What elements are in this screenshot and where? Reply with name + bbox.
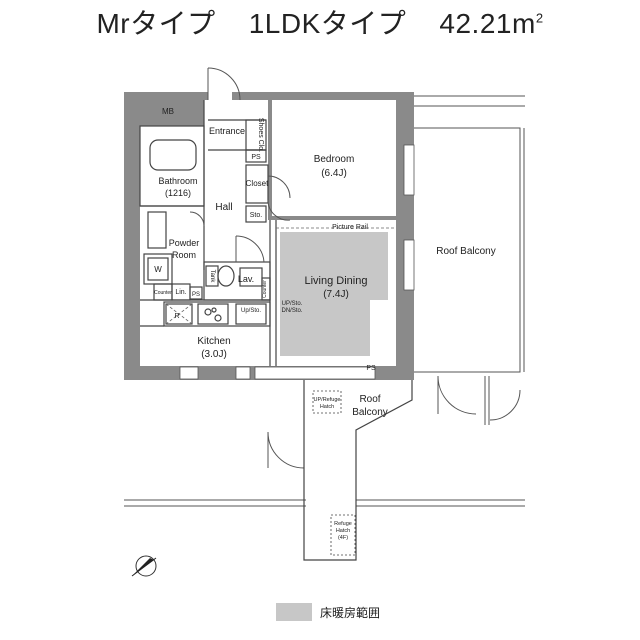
label-bedroom: Bedroom	[314, 154, 355, 165]
label-living-size: (7.4J)	[323, 289, 349, 300]
label-kitchen-size: (3.0J)	[201, 349, 227, 360]
legend: 床暖房範囲	[276, 603, 380, 621]
label-refuge-hatch-1: Refuge	[334, 521, 352, 527]
label-w: W	[154, 265, 162, 274]
label-lin: Lin.	[175, 289, 186, 296]
label-mb: MB	[162, 107, 174, 116]
area-unit-sup: 2	[535, 10, 544, 26]
label-hall: Hall	[215, 202, 232, 213]
label-roof-balcony-bottom-1: Roof	[359, 394, 380, 405]
label-closet: Closet	[246, 179, 269, 188]
label-refuge-hatch-3: (4F)	[338, 535, 348, 541]
label-refuge-hatch-up-2: Hatch	[320, 404, 334, 410]
balcony-railings	[124, 95, 525, 507]
label-kitchen: Kitchen	[197, 336, 230, 347]
label-ps-bottom: PS	[366, 365, 376, 372]
label-tank: Tank	[209, 270, 215, 284]
label-sto: Sto.	[250, 212, 263, 219]
interior-lines	[139, 100, 277, 366]
label-refuge-hatch-2: Hatch	[336, 528, 350, 534]
label-upsto: Up/Sto.	[241, 308, 261, 314]
label-powder: Powder	[169, 238, 200, 248]
layout-type: 1LDKタイプ	[248, 8, 407, 39]
label-lav: Lav.	[238, 274, 254, 284]
label-counter-right: Counter	[262, 280, 268, 298]
label-refuge-hatch-up-1: UP/Refuge	[314, 397, 341, 403]
floor-heating-area	[280, 232, 388, 356]
room-labels: MB Entrance Shoes Clo. PS Bedroom (6.4J)…	[154, 107, 496, 541]
roof-balcony-corridor	[303, 380, 413, 561]
label-bathroom: Bathroom	[158, 176, 197, 186]
label-living-dining: Living Dining	[305, 275, 368, 287]
label-picture-rail: Picture Rail	[332, 224, 368, 231]
label-powder-room: Room	[172, 250, 196, 260]
label-r: R	[174, 313, 179, 320]
balcony-door-arcs	[267, 375, 521, 469]
label-bathroom-size: (1216)	[165, 188, 191, 198]
windows	[179, 144, 415, 380]
floor-area: 42.21m	[439, 8, 536, 39]
north-arrow-icon	[131, 555, 157, 577]
legend-label: 床暖房範囲	[320, 605, 381, 620]
legend-swatch-floor-heating	[276, 603, 312, 621]
plan-title: Mrタイプ 1LDKタイプ 42.21m2	[0, 2, 640, 42]
label-updn-1: UP/Sto.	[282, 301, 303, 307]
label-counter-left: Counter	[154, 290, 172, 296]
type-name: Mrタイプ	[96, 8, 216, 39]
label-roof-balcony-bottom-2: Balcony	[352, 407, 388, 418]
label-entrance: Entrance	[209, 126, 245, 136]
label-bedroom-size: (6.4J)	[321, 168, 347, 179]
doors	[189, 67, 291, 263]
label-updn-2: DN/Sto.	[281, 308, 302, 314]
label-ps-top: PS	[251, 154, 261, 161]
dashed-guides	[165, 227, 396, 325]
label-ps-mid: PS	[192, 292, 200, 298]
label-roof-balcony-right: Roof Balcony	[436, 246, 495, 257]
label-shoes: Shoes Clo.	[257, 118, 264, 152]
